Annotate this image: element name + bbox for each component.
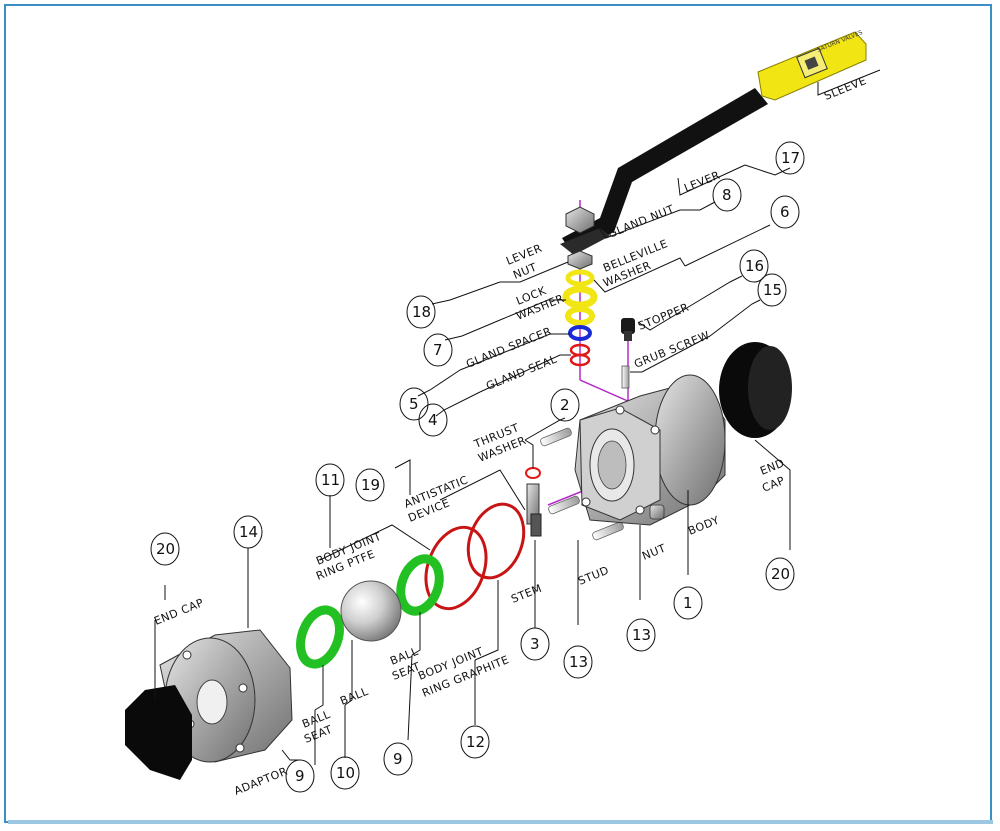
balloon-1-number: 1 [683, 594, 693, 612]
balloon-9-left-number: 9 [295, 767, 305, 785]
balloon-9-left [285, 759, 315, 793]
frame-shadow [8, 820, 993, 824]
balloon-8 [712, 178, 742, 212]
balloon-8-number: 8 [722, 186, 732, 204]
balloon-13-nut-number: 13 [632, 626, 651, 644]
end-cap-right [719, 342, 792, 438]
balloon-15-number: 15 [763, 281, 782, 299]
part-balloons: 17 8 6 16 15 18 7 5 4 2 11 19 20 14 3 13 [150, 141, 805, 793]
lever [560, 88, 768, 255]
balloon-17 [775, 141, 805, 175]
balloon-19 [355, 468, 385, 502]
lever-nut [567, 250, 593, 270]
balloon-15 [757, 273, 787, 307]
balloon-13-stud-number: 13 [569, 653, 588, 671]
balloon-14-number: 14 [239, 523, 258, 541]
balloon-17-number: 17 [781, 149, 800, 167]
stopper [621, 318, 635, 341]
end-cap-left [125, 685, 192, 780]
balloon-12 [460, 725, 490, 759]
balloon-7 [423, 333, 453, 367]
balloon-5-number: 5 [409, 395, 419, 413]
ball-seat-left [296, 605, 344, 669]
balloon-18-number: 18 [412, 303, 431, 321]
balloon-20-right-number: 20 [771, 565, 790, 583]
balloon-5 [399, 387, 429, 421]
belleville-washer [565, 269, 595, 287]
balloon-16-number: 16 [745, 257, 764, 275]
stem [526, 483, 542, 537]
balloon-7-number: 7 [433, 341, 443, 359]
balloon-19-number: 19 [361, 476, 380, 494]
lock-washer [562, 285, 598, 326]
balloon-11 [315, 463, 345, 497]
balloon-6-number: 6 [780, 203, 790, 221]
balloon-18 [406, 295, 436, 329]
balloon-20-left-number: 20 [156, 540, 175, 558]
gland-spacer [568, 325, 592, 341]
valve-body [574, 374, 726, 526]
sleeve: SATURN VALVES [757, 29, 867, 101]
ball-seat-right [396, 554, 444, 616]
grub-screw [621, 365, 630, 389]
balloon-13-nut [626, 618, 656, 652]
gland-nut [565, 206, 595, 234]
balloon-4-number: 4 [428, 411, 438, 429]
balloon-20-right [765, 557, 795, 591]
ball [340, 580, 402, 642]
balloon-4 [418, 403, 448, 437]
balloon-11-number: 11 [321, 471, 340, 489]
balloon-3-number: 3 [530, 635, 540, 653]
body-joint-ring-graphite [466, 502, 526, 580]
balloon-2 [550, 388, 580, 422]
balloon-3 [520, 627, 550, 661]
balloon-6 [770, 195, 800, 229]
balloon-2-number: 2 [560, 396, 570, 414]
balloon-14 [233, 515, 263, 549]
balloon-20-left [150, 532, 180, 566]
balloon-16 [739, 249, 769, 283]
leader-lines [154, 69, 881, 765]
balloon-9-right-number: 9 [393, 750, 403, 768]
balloon-10 [330, 756, 360, 790]
balloon-10-number: 10 [336, 764, 355, 782]
gland-seal [569, 343, 591, 367]
balloon-13-stud [563, 645, 593, 679]
balloon-12-number: 12 [466, 733, 485, 751]
balloon-1 [673, 586, 703, 620]
balloon-9-right [383, 742, 413, 776]
